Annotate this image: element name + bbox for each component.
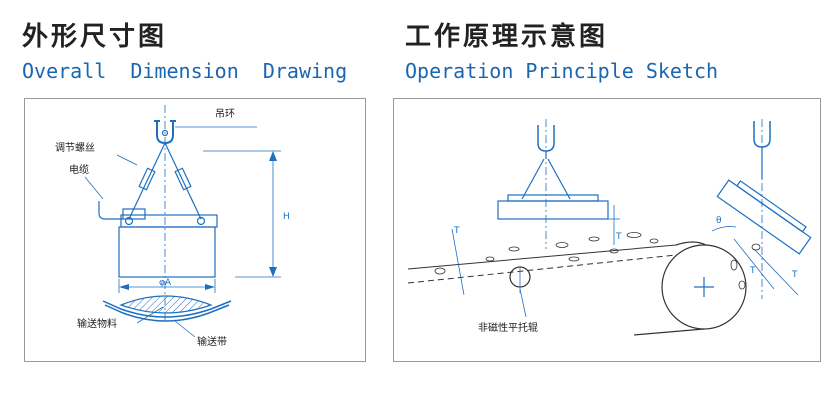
right-title-en: Operation Principle Sketch <box>405 59 719 83</box>
label-t4: T <box>791 270 798 280</box>
label-angle: θ <box>716 216 722 226</box>
dimension-drawing: 吊环 调节螺丝 电缆 H φA 输送物料 输送带 <box>55 105 290 348</box>
label-lifting-ring: 吊环 <box>215 108 235 120</box>
magnet-1 <box>497 200 609 220</box>
material-particles <box>434 232 761 290</box>
label-t1: T <box>453 226 460 236</box>
principle-sketch-panel: T T T T θ 非磁性平托辊 <box>393 98 821 362</box>
right-title-cn: 工作原理示意图 <box>405 22 609 52</box>
adjust-screw-right <box>174 167 192 191</box>
label-roller: 非磁性平托辊 <box>478 321 538 334</box>
label-height: H <box>283 212 290 222</box>
adjust-screw-left <box>138 167 156 191</box>
left-title-en: Overall Dimension Drawing <box>22 59 348 83</box>
label-conveyed-material: 输送物料 <box>77 317 117 330</box>
label-adjust-screw: 调节螺丝 <box>55 142 95 154</box>
left-title-cn: 外形尺寸图 <box>22 22 168 52</box>
magnet-body <box>118 226 216 278</box>
label-cable: 电缆 <box>69 163 89 176</box>
principle-sketch: T T T T θ 非磁性平托辊 <box>407 119 812 336</box>
magnet-2 <box>716 179 812 255</box>
conveyed-material <box>119 295 213 314</box>
label-conveyor-belt: 输送带 <box>197 335 227 348</box>
magnet-top-plate <box>120 214 218 228</box>
dimension-drawing-panel: 吊环 调节螺丝 电缆 H φA 输送物料 输送带 <box>24 98 366 362</box>
cable-line <box>98 201 123 220</box>
label-width: φA <box>159 278 172 288</box>
label-t3: T <box>749 266 756 276</box>
conveyor-belt <box>102 300 232 318</box>
label-t2: T <box>615 232 622 242</box>
